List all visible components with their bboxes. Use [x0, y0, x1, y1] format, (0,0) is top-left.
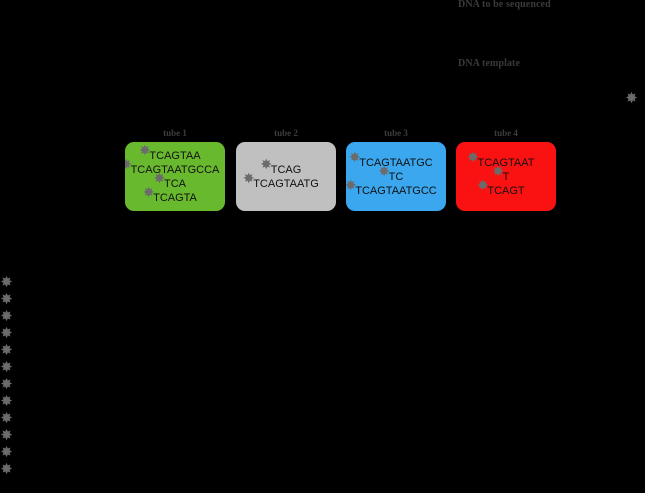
dna-fragment-sequence: TCAGTAATGC	[359, 156, 433, 169]
dna-fragment-sequence: TCAGTAAT	[477, 156, 535, 169]
dna-fragment: TC	[389, 170, 404, 184]
dna-fragment: TCAGTAATGCCA	[131, 163, 220, 177]
star-marker-icon	[153, 173, 166, 186]
dna-fragment-sequence: TCAGTAATGCCA	[130, 163, 220, 176]
tube-1-box[interactable]: TCAGTAATCAGTAATGCCATCATCAGTA	[125, 142, 225, 211]
tube-1-label: tube 1	[163, 128, 187, 138]
star-marker-icon	[346, 180, 357, 193]
dna-fragment-sequence: TCAGTA	[153, 191, 197, 204]
dna-fragment-sequence: TCAGTAATGCC	[355, 184, 437, 197]
star-marker-icon	[0, 327, 13, 340]
star-marker-icon	[348, 152, 361, 165]
dna-fragment-sequence: TCAGTAATG	[253, 177, 319, 190]
dna-fragment-sequence: TCAGTAA	[149, 149, 201, 162]
star-marker-icon	[0, 429, 13, 442]
star-marker-icon	[0, 412, 13, 425]
star-marker-icon	[0, 310, 13, 323]
star-marker-icon	[0, 361, 13, 374]
tube-3-box[interactable]: TCAGTAATGCTCTCAGTAATGCC	[346, 142, 446, 211]
tube-4-label: tube 4	[494, 128, 518, 138]
tube-3-fragment-list: TCAGTAATGCTCTCAGTAATGCC	[346, 142, 446, 211]
dna-fragment: TCAGT	[487, 184, 524, 198]
star-marker-icon	[492, 166, 505, 179]
dna-fragment-sequence: T	[502, 170, 510, 183]
dna-fragment-sequence: TCAGT	[487, 184, 525, 197]
star-marker-icon	[0, 463, 13, 476]
star-marker-column	[0, 276, 20, 476]
dna-fragment: TCAGTA	[153, 191, 197, 205]
dna-to-be-sequenced-label: DNA to be sequenced	[458, 0, 551, 10]
dna-fragment: TCAGTAATGC	[359, 156, 433, 170]
dna-fragment: TCAGTAAT	[477, 156, 534, 170]
tubes-row: tube 1 TCAGTAATCAGTAATGCCATCATCAGTA tube…	[0, 0, 645, 225]
star-marker-icon	[466, 152, 479, 165]
tube-2-box[interactable]: TCAGTCAGTAATG	[236, 142, 336, 211]
star-marker-icon	[142, 187, 155, 200]
star-marker-icon	[0, 293, 13, 306]
dna-fragment: TCAGTAATGCC	[355, 184, 436, 198]
dna-template-label: DNA template	[458, 58, 521, 69]
dna-fragment: TCAGTAATG	[253, 177, 319, 191]
star-marker-icon	[138, 145, 151, 158]
star-marker-icon	[125, 159, 133, 172]
tube-4-box[interactable]: TCAGTAATTTCAGT	[456, 142, 556, 211]
star-marker-icon	[242, 173, 255, 186]
dna-fragment: TCA	[164, 177, 186, 191]
dna-fragment-sequence: TCAG	[270, 163, 302, 176]
dna-fragment: TCAG	[271, 163, 302, 177]
star-marker-icon	[476, 180, 489, 193]
star-marker-icon	[260, 159, 273, 172]
tube-4-fragment-list: TCAGTAATTTCAGT	[456, 142, 556, 211]
star-marker-icon	[0, 378, 13, 391]
star-marker-icon	[0, 446, 13, 459]
dna-fragment: TCAGTAA	[149, 149, 200, 163]
tube-2-label: tube 2	[274, 128, 298, 138]
tube-2-fragment-list: TCAGTCAGTAATG	[236, 142, 336, 211]
dna-fragment-sequence: TC	[388, 170, 404, 183]
star-marker-icon	[0, 344, 13, 357]
star-marker-icon	[0, 276, 13, 289]
star-marker-icon	[0, 395, 13, 408]
tube-1-fragment-list: TCAGTAATCAGTAATGCCATCATCAGTA	[125, 142, 225, 211]
tube-3-label: tube 3	[384, 128, 408, 138]
dna-fragment-sequence: TCA	[164, 177, 186, 190]
star-marker-icon	[378, 166, 391, 179]
dna-fragment: T	[503, 170, 510, 184]
